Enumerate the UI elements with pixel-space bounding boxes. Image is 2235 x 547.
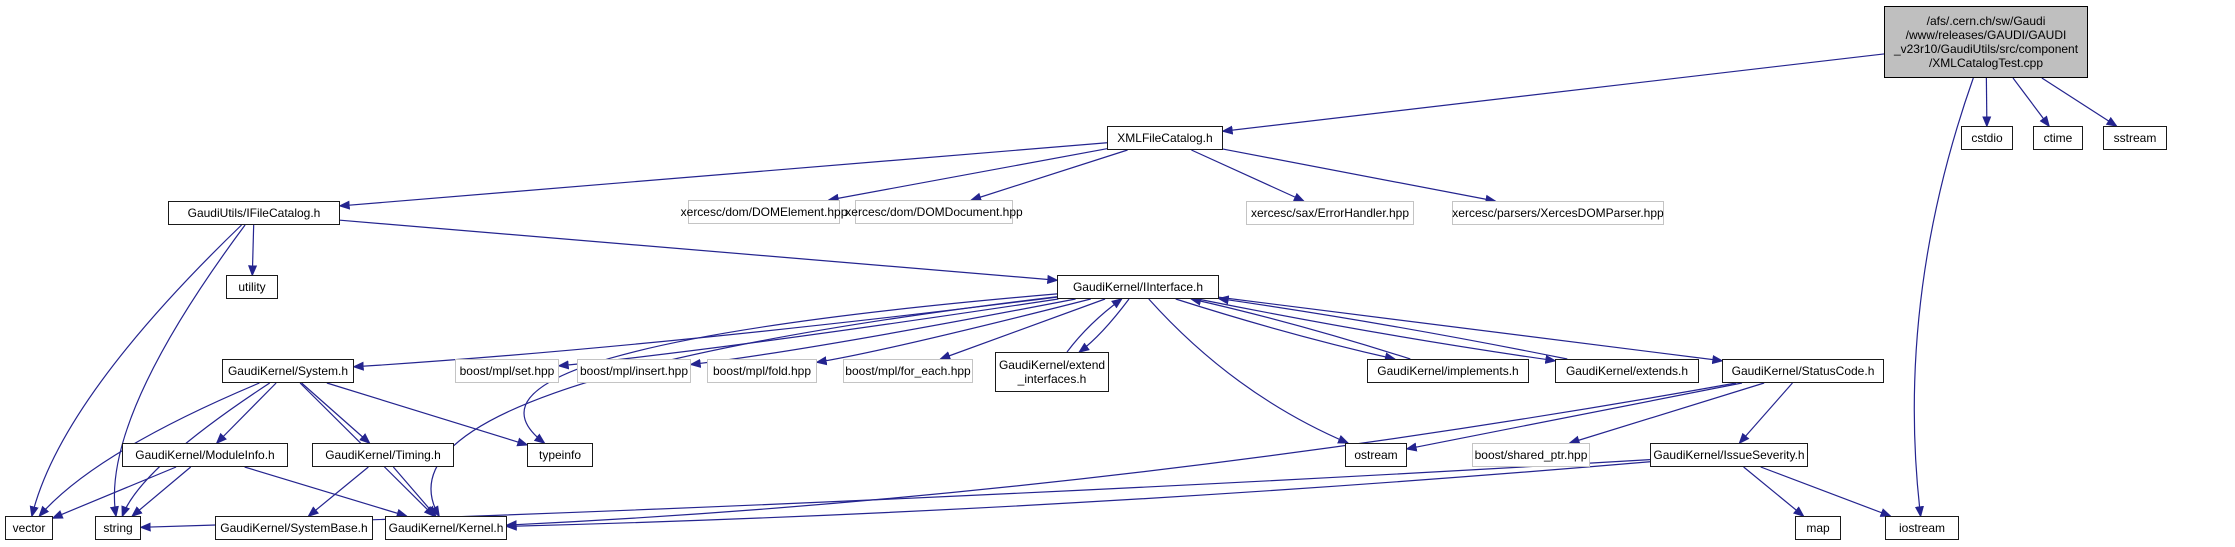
- edge-implements-to-iinterface: [1189, 296, 1411, 360]
- node-ctime[interactable]: ctime: [2033, 126, 2083, 150]
- edge-timing-to-kernel: [392, 466, 437, 518]
- edge-root-to-cstdio: [1982, 77, 1992, 128]
- edge-timing-to-systembase: [307, 466, 369, 518]
- edge-xmlfilecatalog-to-domdocument: [969, 149, 1128, 202]
- edge-extendinterfaces-to-iinterface: [1066, 297, 1123, 353]
- edge-iinterface-to-ostream: [1148, 298, 1350, 444]
- edge-issueseverity-to-map: [1743, 466, 1805, 518]
- edge-statuscode-to-issueseverity: [1738, 382, 1793, 445]
- node-ifilecatalog[interactable]: GaudiUtils/IFileCatalog.h: [168, 201, 340, 225]
- edge-iinterface-to-extendinterfaces: [1077, 298, 1130, 354]
- node-domdocument: xercesc/dom/DOMDocument.hpp: [845, 200, 1023, 224]
- edge-iinterface-to-kernel: [430, 296, 1058, 518]
- node-string[interactable]: string: [95, 516, 141, 540]
- node-map[interactable]: map: [1795, 516, 1841, 540]
- edge-xmlfilecatalog-to-errorhandler: [1191, 149, 1306, 202]
- edge-iinterface-to-extends: [1197, 298, 1557, 364]
- edge-moduleinfo-to-string: [130, 466, 192, 518]
- node-iinterface[interactable]: GaudiKernel/IInterface.h: [1057, 275, 1219, 299]
- edge-extends-to-iinterface: [1217, 295, 1568, 360]
- node-statuscode[interactable]: GaudiKernel/StatusCode.h: [1722, 359, 1884, 383]
- edge-ifilecatalog-to-iinterface: [339, 219, 1059, 284]
- edge-xmlfilecatalog-to-ifilecatalog: [338, 142, 1108, 210]
- edge-root-to-sstream: [2041, 77, 2118, 127]
- node-errorhandler: xercesc/sax/ErrorHandler.hpp: [1246, 201, 1414, 225]
- node-moduleinfo[interactable]: GaudiKernel/ModuleInfo.h: [122, 443, 288, 467]
- edge-statuscode-to-kernel: [505, 382, 1737, 530]
- node-utility[interactable]: utility: [226, 275, 278, 299]
- edge-system-to-moduleinfo: [215, 382, 277, 445]
- edge-iinterface-to-mplfold: [815, 298, 1091, 366]
- edge-issueseverity-to-kernel: [505, 461, 1651, 531]
- edge-statuscode-to-sharedptr: [1568, 382, 1765, 445]
- node-typeinfo[interactable]: typeinfo: [527, 443, 593, 467]
- edge-root-to-xmlfilecatalog: [1221, 53, 1885, 135]
- node-xercesdomparser: xercesc/parsers/XercesDOMParser.hpp: [1452, 201, 1664, 225]
- edge-iinterface-to-system: [352, 296, 1058, 371]
- node-domelement: xercesc/dom/DOMElement.hpp: [681, 200, 847, 224]
- node-iostream[interactable]: iostream: [1885, 516, 1959, 540]
- node-extendinterfaces[interactable]: GaudiKernel/extend _interfaces.h: [995, 352, 1109, 392]
- edge-moduleinfo-to-vector: [51, 466, 177, 519]
- edge-ifilecatalog-to-string: [109, 224, 246, 518]
- node-vector[interactable]: vector: [5, 516, 53, 540]
- node-ostream[interactable]: ostream: [1345, 443, 1407, 467]
- node-xmlfilecatalog[interactable]: XMLFileCatalog.h: [1107, 126, 1223, 150]
- edge-iinterface-to-statuscode: [1218, 296, 1724, 365]
- node-extends[interactable]: GaudiKernel/extends.h: [1555, 359, 1699, 383]
- edge-root-to-ctime: [2012, 77, 2051, 128]
- node-cstdio[interactable]: cstdio: [1961, 126, 2013, 150]
- node-systembase[interactable]: GaudiKernel/SystemBase.h: [215, 516, 373, 540]
- edge-iinterface-to-implements: [1175, 298, 1397, 362]
- node-mplinsert: boost/mpl/insert.hpp: [577, 359, 691, 383]
- edge-system-to-typeinfo: [326, 382, 529, 447]
- edge-system-to-timing: [301, 382, 371, 445]
- edge-ifilecatalog-to-vector: [29, 224, 242, 518]
- node-mplset: boost/mpl/set.hpp: [455, 359, 559, 383]
- node-system[interactable]: GaudiKernel/System.h: [222, 359, 354, 383]
- node-mplforeach: boost/mpl/for_each.hpp: [843, 359, 973, 383]
- node-issueseverity[interactable]: GaudiKernel/IssueSeverity.h: [1650, 443, 1808, 467]
- edge-root-to-iostream: [1913, 77, 1974, 518]
- node-timing[interactable]: GaudiKernel/Timing.h: [312, 443, 454, 467]
- edge-iinterface-to-typeinfo: [523, 293, 1058, 445]
- node-mplfold: boost/mpl/fold.hpp: [707, 359, 817, 383]
- node-sstream[interactable]: sstream: [2103, 126, 2167, 150]
- edge-statuscode-to-ostream: [1405, 382, 1743, 452]
- node-sharedptr: boost/shared_ptr.hpp: [1472, 443, 1590, 467]
- edge-issueseverity-to-iostream: [1760, 466, 1892, 517]
- node-kernel[interactable]: GaudiKernel/Kernel.h: [385, 516, 507, 540]
- edge-moduleinfo-to-kernel: [244, 466, 409, 518]
- node-root: /afs/.cern.ch/sw/Gaudi /www/releases/GAU…: [1884, 6, 2088, 78]
- edge-xmlfilecatalog-to-domelement: [827, 148, 1108, 203]
- node-implements[interactable]: GaudiKernel/implements.h: [1367, 359, 1529, 383]
- edge-xmlfilecatalog-to-xercesdomparser: [1222, 148, 1497, 204]
- edge-ifilecatalog-to-utility: [248, 224, 258, 277]
- edge-iinterface-to-mplforeach: [938, 298, 1106, 360]
